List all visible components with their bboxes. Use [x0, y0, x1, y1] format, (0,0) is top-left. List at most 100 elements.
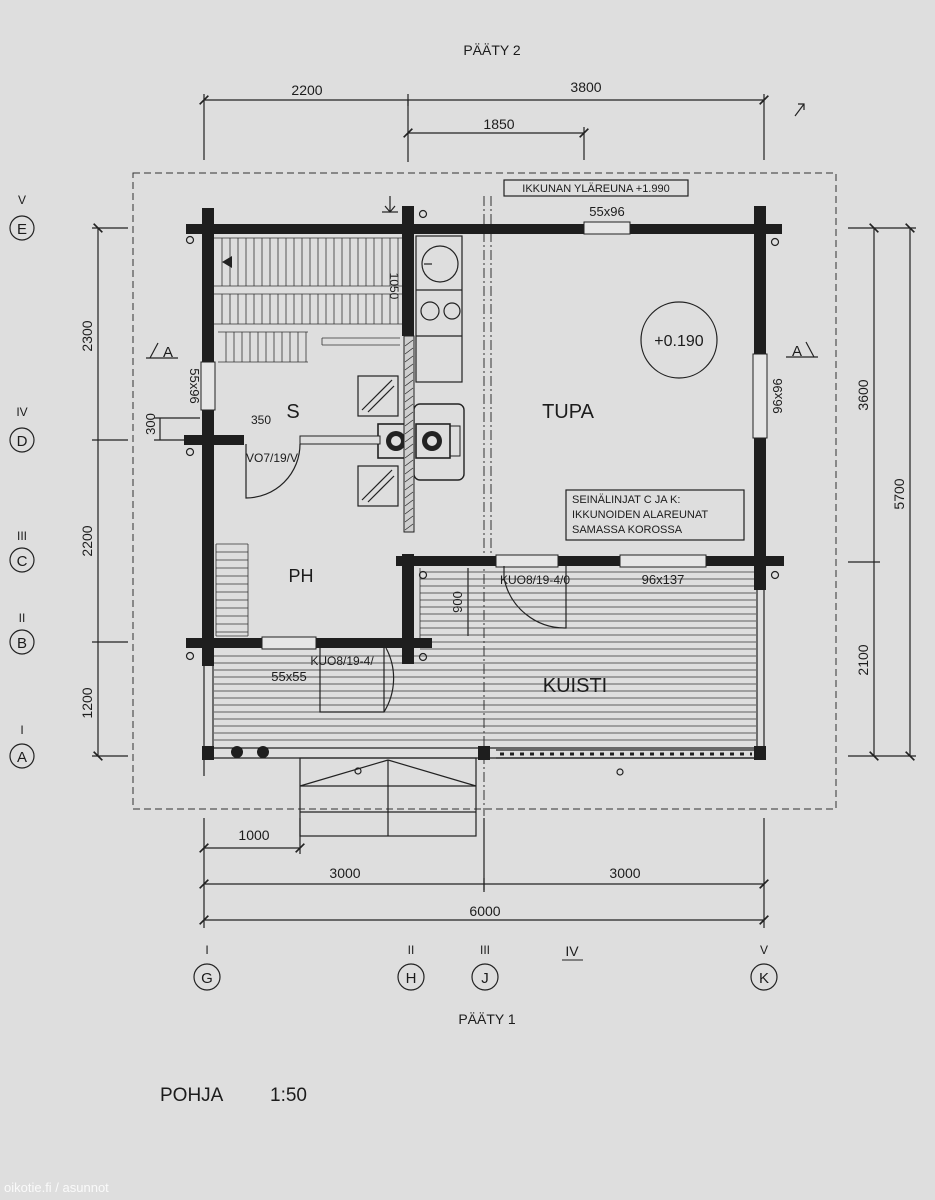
- section-label-left: A: [163, 344, 173, 361]
- roof-outline: [132, 172, 837, 810]
- dim-top-left: 2200: [291, 82, 322, 98]
- dim-porch-900: 900: [450, 591, 465, 613]
- dim-right-2100: 2100: [855, 644, 871, 675]
- section-marker-left: [146, 342, 178, 359]
- bottom-end-label: PÄÄTY 1: [458, 1011, 516, 1027]
- col-axis-h: II H: [397, 943, 425, 991]
- svg-text:A: A: [17, 749, 27, 766]
- wall-end-markers: [185, 209, 780, 776]
- col-axis-k: V K: [750, 943, 778, 991]
- sauna-benches: [214, 237, 402, 363]
- floor-level: +0.190: [654, 333, 703, 350]
- svg-text:II: II: [408, 943, 415, 957]
- entry-arrow-icon: [382, 196, 398, 213]
- window-top: [583, 221, 631, 235]
- north-arrow-icon: [794, 103, 805, 117]
- svg-text:H: H: [406, 970, 417, 987]
- section-marker-right: [786, 341, 818, 358]
- wall-note-box: [565, 489, 745, 541]
- top-end-label: PÄÄTY 2: [463, 42, 521, 58]
- window-ph-porch: [261, 636, 317, 650]
- svg-text:D: D: [17, 433, 28, 450]
- plan-scale: 1:50: [270, 1085, 307, 1106]
- dim-left-300: 300: [143, 413, 158, 435]
- plan-title: POHJA: [160, 1085, 224, 1106]
- window-right-label: 96x96: [770, 378, 785, 413]
- svg-text:III: III: [480, 943, 490, 957]
- dim-right-3600: 3600: [855, 379, 871, 410]
- dim-right-5700: 5700: [891, 478, 907, 509]
- wall-note-line3: SAMASSA KOROSSA: [572, 524, 683, 536]
- svg-text:E: E: [17, 221, 27, 238]
- room-label-tupa: TUPA: [542, 401, 595, 423]
- room-label-sauna: S: [286, 401, 299, 423]
- porch-decking: [214, 568, 756, 741]
- window-left: [200, 361, 216, 411]
- col-axis-j: III J: [471, 943, 499, 991]
- svg-text:IV: IV: [16, 405, 27, 419]
- svg-text:I: I: [20, 723, 23, 737]
- door-swings: [245, 443, 567, 713]
- svg-text:K: K: [759, 970, 769, 987]
- svg-text:I: I: [205, 943, 208, 957]
- dim-top-inner: 1850: [483, 116, 514, 132]
- entrance-steps: [299, 757, 477, 837]
- svg-text:V: V: [760, 943, 768, 957]
- dim-top-right: 3800: [570, 79, 601, 95]
- door-sauna-label: VO7/19/V: [246, 451, 298, 465]
- row-axis-e: V E: [9, 193, 35, 241]
- wall-note-line2: IKKUNOIDEN ALAREUNAT: [572, 509, 708, 521]
- row-axis-b: II B: [9, 611, 35, 655]
- window-top-note-box: [503, 179, 689, 197]
- window-right: [752, 353, 768, 439]
- svg-text:B: B: [17, 635, 27, 652]
- fireplace: [413, 403, 465, 481]
- window-top-note: IKKUNAN YLÄREUNA +1.990: [522, 183, 669, 195]
- dim-door-350: 350: [251, 413, 271, 427]
- dim-bottom-3000-right: 3000: [609, 865, 640, 881]
- watermark: oikotie.fi / asunnot: [4, 1180, 109, 1195]
- col-axis-iv: IV: [562, 943, 583, 961]
- water-heater: [357, 375, 399, 507]
- svg-text:II: II: [19, 611, 26, 625]
- dim-bottom-3000-left: 3000: [329, 865, 360, 881]
- sauna-partition: [299, 435, 381, 445]
- dim-left-2200: 2200: [79, 525, 95, 556]
- post-round-2: [257, 746, 269, 758]
- bench-arrow-icon: [222, 256, 232, 268]
- row-axis-a: I A: [9, 723, 35, 769]
- wall-note-line1: SEINÄLINJAT C JA K:: [572, 494, 680, 506]
- svg-text:C: C: [17, 553, 28, 570]
- svg-text:IV: IV: [565, 943, 579, 959]
- post-round-1: [231, 746, 243, 758]
- window-tupa-porch-label: 96x137: [642, 572, 685, 587]
- dimension-lines: [92, 94, 916, 928]
- dim-left-1200: 1200: [79, 687, 95, 718]
- window-tupa-porch-2: [619, 554, 707, 568]
- window-left-label: 55x96: [187, 368, 202, 403]
- dim-bottom-1000: 1000: [238, 827, 269, 843]
- room-label-washroom: PH: [288, 566, 313, 586]
- floor-level-circle: [640, 301, 718, 379]
- row-axis-d: IV D: [9, 405, 35, 453]
- row-axis-c: III C: [9, 529, 35, 573]
- svg-text:III: III: [17, 529, 27, 543]
- window-ph-porch-label: 55x55: [271, 669, 306, 684]
- door-porch-left-label: KUO8/19-4/: [310, 654, 374, 668]
- svg-text:V: V: [18, 193, 26, 207]
- dim-left-2300: 2300: [79, 320, 95, 351]
- window-top-label: 55x96: [589, 204, 624, 219]
- porch-railing: [496, 749, 756, 759]
- kitchen-fixtures: [415, 235, 463, 383]
- svg-text:J: J: [481, 970, 489, 987]
- chimney-hatch-lines: [404, 339, 414, 531]
- col-axis-g: I G: [193, 943, 221, 991]
- svg-text:G: G: [201, 970, 213, 987]
- window-tupa-porch-1: [495, 554, 559, 568]
- washroom-bench: [215, 543, 249, 637]
- section-label-right: A: [792, 343, 802, 360]
- dim-bottom-6000: 6000: [469, 903, 500, 919]
- door-porch-right-label: KUO8/19-4/0: [500, 573, 570, 587]
- room-label-kuisti: KUISTI: [543, 675, 607, 697]
